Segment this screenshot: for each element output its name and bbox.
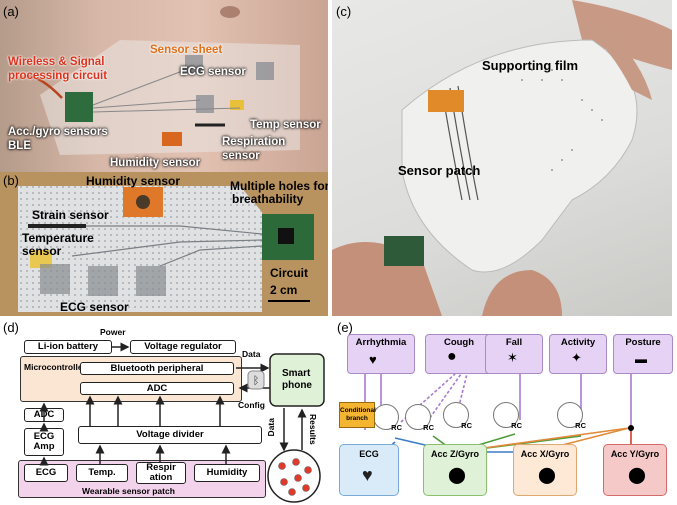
circuit-label: Circuit — [270, 266, 309, 280]
temperature-label-line1: Temperature — [22, 231, 94, 245]
humidity-sensor-label: Humidity sensor — [110, 157, 201, 169]
smartphone-label-line1: Smart — [282, 368, 311, 379]
respiration-line2: ation — [149, 472, 173, 483]
signal-acc-z-label: Acc Z/Gyro — [430, 449, 479, 459]
hand-holding-patch-illustration — [332, 0, 672, 316]
rc-node-2: RC — [405, 404, 434, 432]
panel-b-label: (b) — [3, 173, 19, 188]
task-posture-label: Posture — [625, 337, 661, 348]
panel-a-label: (a) — [3, 4, 19, 19]
task-posture: Posture — [613, 334, 673, 374]
acc-x-person-icon: ⬤ — [538, 467, 556, 484]
block-diagram-arrows: ᛒ — [39, 342, 325, 503]
signal-acc-y: Acc Y/Gyro ⬤ — [603, 444, 667, 496]
acc-y-person-icon: ⬤ — [628, 467, 646, 484]
respiration-line1: Respir — [146, 462, 176, 473]
sensor-sheet-label: Sensor sheet — [150, 44, 223, 56]
rc-label-3: RC — [461, 421, 472, 430]
ecg-heart-icon: ♥ — [362, 465, 373, 485]
task-activity-label: Activity — [560, 337, 596, 348]
panel-d-label: (d) — [3, 320, 19, 335]
sensor-patch-label: Sensor patch — [398, 163, 481, 178]
bluetooth-peripheral-box: Bluetooth peripheral — [80, 362, 234, 375]
holes-label-line1: Multiple holes for — [230, 179, 328, 193]
wireless-label: Wireless & Signal — [8, 56, 105, 68]
temperature-label-line2: sensor — [22, 244, 62, 258]
supporting-film-label: Supporting film — [482, 58, 579, 73]
ecg-amp-line1: ECG — [33, 431, 55, 442]
rc-label-2: RC — [423, 423, 434, 432]
task-fall-label: Fall — [505, 337, 523, 348]
humidity-sensor-label-b: Humidity sensor — [86, 174, 181, 188]
ecg-amp-box: ECG Amp — [24, 428, 64, 456]
voltage-divider-box: Voltage divider — [78, 426, 262, 444]
acc-z-person-icon: ⬤ — [448, 467, 466, 484]
ecg-amp-line2: Amp — [33, 441, 55, 452]
temp-sensor-box: Temp. — [76, 464, 128, 482]
cough-icon: ● — [447, 348, 457, 365]
data-side-label: Data — [266, 418, 276, 437]
strain-sensor-label: Strain sensor — [32, 208, 109, 222]
signal-acc-x-label: Acc X/Gyro — [520, 449, 570, 459]
conditional-line1: Conditional — [340, 407, 376, 414]
microcontroller-label: Microcontroller — [24, 362, 86, 372]
smartphone-label-line2: phone — [282, 380, 312, 391]
ecg-sensor-label: ECG sensor — [180, 66, 246, 78]
task-arrhythmia-label: Arrhythmia — [355, 337, 407, 348]
respiration-sensor-label: sensor — [222, 150, 260, 162]
arrhythmia-icon: ♥ — [369, 352, 377, 367]
panel-c-photo: (c) Supporting film Sensor patch — [332, 0, 672, 316]
sensor-patch-photo-illustration — [18, 186, 314, 312]
signal-acc-y-label: Acc Y/Gyro — [610, 449, 660, 459]
temp-sensor-label: Temp sensor — [250, 119, 321, 131]
task-arrhythmia: Arrhythmia — [347, 334, 415, 374]
panel-b-photo: (b) Humidity sensor Multiple holes for b… — [0, 172, 328, 316]
holes-label-line2: breathability — [232, 192, 304, 206]
humidity-sensor-box: Humidity — [194, 464, 260, 482]
rc-label-5: RC — [575, 421, 586, 430]
task-cough: Cough — [425, 334, 493, 374]
task-fall: Fall — [485, 334, 543, 374]
adc-main-box: ADC — [80, 382, 234, 395]
signal-acc-z: Acc Z/Gyro ⬤ — [423, 444, 487, 496]
conditional-branch-box: Conditional branch — [339, 402, 376, 428]
rc-label-1: RC — [391, 423, 402, 432]
panel-a-photo: (a) Wireless & Signal processing circuit… — [0, 0, 328, 172]
respiration-label: Respiration — [222, 136, 286, 148]
rc-node-3: RC — [443, 402, 472, 430]
config-label: Config — [238, 400, 265, 410]
power-label: Power — [100, 327, 126, 337]
rc-node-1: RC — [373, 404, 402, 432]
rc-node-5: RC — [557, 402, 586, 430]
signal-acc-x: Acc X/Gyro ⬤ — [513, 444, 577, 496]
activity-icon: ✦ — [571, 350, 582, 365]
ecg-sensor-label-b: ECG sensor — [60, 300, 129, 314]
respiration-sensor-box: Respir ation — [136, 462, 186, 484]
torso-photo-illustration — [19, 6, 300, 155]
rc-label-4: RC — [511, 421, 522, 430]
panel-e-label: (e) — [337, 320, 353, 335]
task-activity: Activity — [549, 334, 607, 374]
scale-bar-label: 2 cm — [270, 283, 298, 297]
signal-ecg-label: ECG — [359, 449, 379, 459]
task-cough-label: Cough — [443, 337, 475, 348]
processing-label: processing circuit — [8, 70, 108, 82]
results-label: Results — [308, 414, 318, 445]
li-ion-battery-box: Li-ion battery — [24, 340, 112, 354]
panel-e-diagram: (e) Arrhythmia Cough Fall Activity Postu… — [335, 318, 677, 505]
panel-c-label: (c) — [336, 4, 352, 19]
acc-gyro-label: Acc./gyro sensors — [8, 126, 108, 138]
svg-text:ᛒ: ᛒ — [253, 374, 260, 387]
signal-ecg: ECG ♥ — [339, 444, 399, 496]
fall-icon: ✶ — [507, 350, 518, 365]
panel-d-block-diagram: (d) Microcontroller Wearable sensor patc… — [0, 318, 332, 505]
data-top-label: Data — [242, 349, 261, 359]
rc-node-4: RC — [493, 402, 522, 430]
posture-icon: ▬ — [635, 352, 647, 366]
wearable-sensor-patch-label: Wearable sensor patch — [82, 486, 175, 496]
voltage-regulator-box: Voltage regulator — [130, 340, 236, 354]
conditional-line2: branch — [346, 415, 368, 422]
ble-label: BLE — [8, 140, 31, 152]
